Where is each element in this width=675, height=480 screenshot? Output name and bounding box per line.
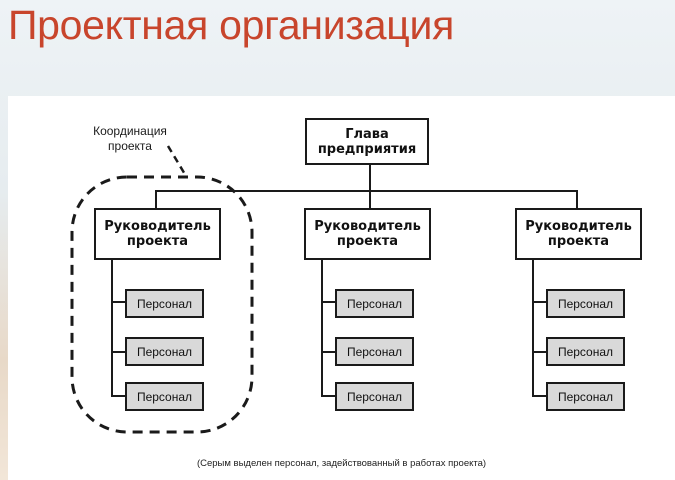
coordination-outline [70,145,254,434]
coordination-label: Координация проекта [93,124,167,153]
staff-branch [111,301,126,303]
staff-label: Персонал [346,344,403,359]
manager-box-1: Руководитель проекта [94,208,221,260]
staff-branch [111,395,126,397]
staff-label: Персонал [557,344,614,359]
coordination-dashed-rect [70,175,254,434]
staff-label: Персонал [557,296,614,311]
manager-connector-2 [369,190,371,210]
staff-label: Персонал [557,389,614,404]
staff-box: Персонал [125,337,204,366]
staff-label: Персонал [346,296,403,311]
staff-label: Персонал [136,296,193,311]
org-chart-panel: Координация проекта Глава предприятия Ру… [8,96,675,480]
head-box: Глава предприятия [305,118,429,165]
staff-branch [111,351,126,353]
staff-branch [321,395,336,397]
head-connector [369,163,371,191]
staff-box: Персонал [546,337,625,366]
manager-box-2: Руководитель проекта [304,208,431,260]
staff-box: Персонал [546,382,625,411]
staff-box: Персонал [335,382,414,411]
diagram-caption: (Серым выделен персонал, задействованный… [196,458,487,469]
staff-box: Персонал [335,289,414,318]
staff-label: Персонал [136,344,193,359]
head-label: Глава предприятия [317,126,417,157]
staff-box: Персонал [335,337,414,366]
staff-branch [321,301,336,303]
staff-spine-1 [111,259,113,397]
manager-connector-3 [576,190,578,210]
coordination-pointer [166,145,188,177]
staff-spine-3 [532,259,534,397]
manager-label-2: Руководитель проекта [314,219,421,249]
staff-label: Персонал [136,389,193,404]
staff-branch [532,395,547,397]
staff-box: Персонал [546,289,625,318]
manager-box-3: Руководитель проекта [515,208,642,260]
staff-label: Персонал [346,389,403,404]
staff-box: Персонал [125,382,204,411]
manager-bus-line [155,190,578,192]
staff-box: Персонал [125,289,204,318]
staff-spine-2 [321,259,323,397]
manager-label-1: Руководитель проекта [104,219,211,249]
staff-branch [532,301,547,303]
manager-connector-1 [155,190,157,210]
manager-label-3: Руководитель проекта [525,219,632,249]
staff-branch [532,351,547,353]
slide-title: Проектная организация [8,2,454,48]
staff-branch [321,351,336,353]
